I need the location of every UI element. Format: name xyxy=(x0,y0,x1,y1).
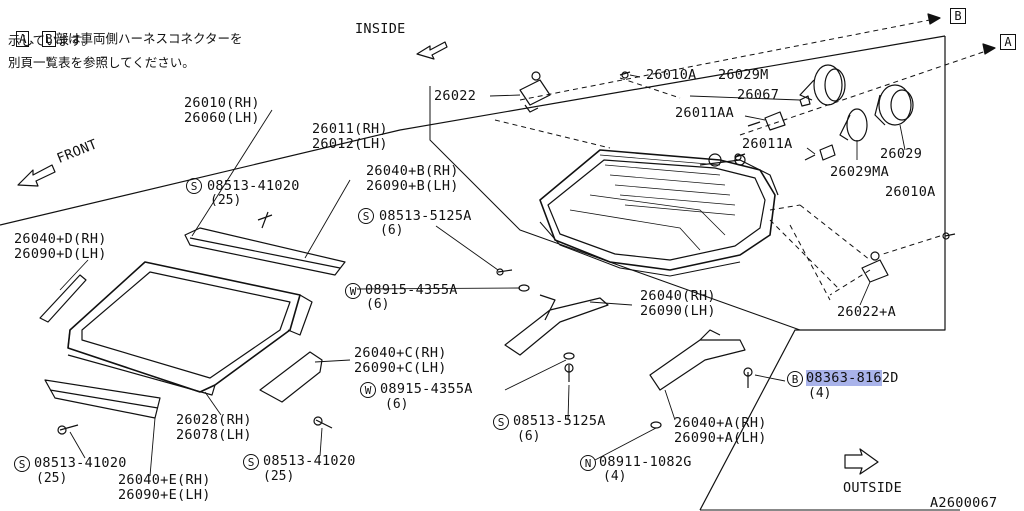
upper-garnish-drawing xyxy=(184,227,346,276)
qty-6-s-bottom: (6) xyxy=(517,429,541,444)
screw-symbol-s: S xyxy=(493,414,509,430)
part-26029[interactable]: 26029 xyxy=(880,146,923,162)
inside-label: INSIDE xyxy=(355,21,406,37)
leader-lines xyxy=(59,74,906,477)
screw-symbol-s: S xyxy=(14,456,30,472)
part-26029ma[interactable]: 26029MA xyxy=(830,164,889,180)
part-26022[interactable]: 26022 xyxy=(434,88,477,104)
part-26090e-lh[interactable]: 26090+E(LH) xyxy=(118,487,211,503)
part-26010-rh[interactable]: 26010(RH) xyxy=(184,95,260,111)
part-26040c-rh[interactable]: 26040+C(RH) xyxy=(354,345,447,361)
screw-symbol-s: S xyxy=(358,208,374,224)
part-26040-rh[interactable]: 26040(RH) xyxy=(640,288,716,304)
note-box-b: B xyxy=(42,31,56,47)
qty-6-w-top: (6) xyxy=(366,297,390,312)
screw-08513-5125a-top[interactable]: 08513-5125A xyxy=(379,208,472,224)
outside-arrow xyxy=(844,448,879,475)
part-26090-lh[interactable]: 26090(LH) xyxy=(640,303,716,319)
headlamp-housing-drawing xyxy=(539,149,779,277)
part-26012-lh[interactable]: 26012(LH) xyxy=(312,136,388,152)
bracket-drawings xyxy=(504,294,746,391)
nut-08911-1082g[interactable]: 08911-1082G xyxy=(599,454,692,470)
note-line1: 部は車両側ハーネスコネクターを xyxy=(55,31,243,46)
part-26028-rh[interactable]: 26028(RH) xyxy=(176,412,252,428)
screw-08513-41020-mid[interactable]: 08513-41020 xyxy=(263,453,356,469)
qty-6-w-bottom: (6) xyxy=(385,397,409,412)
part-26010a-top[interactable]: 26010A xyxy=(646,67,697,83)
part-26040e-rh[interactable]: 26040+E(RH) xyxy=(118,472,211,488)
bolt-08363-8162d[interactable]: 08363-8162D xyxy=(806,370,899,386)
left-seal-drawing xyxy=(39,274,87,323)
part-26060-lh[interactable]: 26060(LH) xyxy=(184,110,260,126)
screw-symbol-s: S xyxy=(186,178,202,194)
assembly-frame-line xyxy=(0,35,946,226)
screw-08513-41020-left[interactable]: 08513-41020 xyxy=(34,455,127,471)
part-26090c-lh[interactable]: 26090+C(LH) xyxy=(354,360,447,376)
diagram-id: A2600067 xyxy=(930,495,998,511)
part-26022a[interactable]: 26022+A xyxy=(837,304,896,320)
note-separator: 、 xyxy=(29,31,42,46)
qty-25-mid: (25) xyxy=(263,469,295,484)
selected-part-highlight: 08363-816 xyxy=(806,370,882,386)
part-26090a-lh[interactable]: 26090+A(LH) xyxy=(674,430,767,446)
part-26040b-rh[interactable]: 26040+B(RH) xyxy=(366,163,459,179)
part-26040a-rh[interactable]: 26040+A(RH) xyxy=(674,415,767,431)
front-arrow xyxy=(17,164,56,187)
part-26090b-lh[interactable]: 26090+B(LH) xyxy=(366,178,459,194)
washer-08915-4355a-bottom[interactable]: 08915-4355A xyxy=(380,381,473,397)
qty-4-b: (4) xyxy=(808,386,832,401)
qty-4-n: (4) xyxy=(603,469,627,484)
note-line2: 示しています。 xyxy=(8,33,94,48)
lower-garnish-drawing xyxy=(44,379,161,419)
assembly-frame-line xyxy=(699,36,946,511)
qty-6-top: (6) xyxy=(380,223,404,238)
note-line3: 別頁一覧表を参照してください。 xyxy=(8,55,195,70)
connector-ref-a: A xyxy=(1000,34,1016,50)
note-box-a: A xyxy=(15,31,30,47)
part-26090d-lh[interactable]: 26090+D(LH) xyxy=(14,246,107,262)
part-26011a[interactable]: 26011A xyxy=(742,136,793,152)
inside-arrow xyxy=(416,41,448,60)
part-26040d-rh[interactable]: 26040+D(RH) xyxy=(14,231,107,247)
part-26078-lh[interactable]: 26078(LH) xyxy=(176,427,252,443)
part-26010a-right[interactable]: 26010A xyxy=(885,184,936,200)
washer-symbol-w: W xyxy=(360,382,376,398)
bulb-socket-drawings xyxy=(519,64,956,283)
screw-08513-41020-top[interactable]: 08513-41020 xyxy=(207,178,300,194)
screw-symbol-s: S xyxy=(243,454,259,470)
qty-25-left: (25) xyxy=(36,471,68,486)
screw-08513-5125a-bottom[interactable]: 08513-5125A xyxy=(513,413,606,429)
outside-label: OUTSIDE xyxy=(843,480,902,496)
part-26011-rh[interactable]: 26011(RH) xyxy=(312,121,388,137)
washer-symbol-w: W xyxy=(345,283,361,299)
qty-25-top: (25) xyxy=(210,193,242,208)
part-26067[interactable]: 26067 xyxy=(737,87,780,103)
part-26029m[interactable]: 26029M xyxy=(718,67,769,83)
connector-ref-b: B xyxy=(950,8,966,24)
right-seal-drawing xyxy=(259,351,323,403)
lens-drawing xyxy=(67,261,313,396)
part-26011aa[interactable]: 26011AA xyxy=(675,105,734,121)
washer-08915-4355a-top[interactable]: 08915-4355A xyxy=(365,282,458,298)
bolt-symbol-b: B xyxy=(787,371,803,387)
nut-symbol-n: N xyxy=(580,455,596,471)
lamp-panel-line xyxy=(429,86,801,331)
